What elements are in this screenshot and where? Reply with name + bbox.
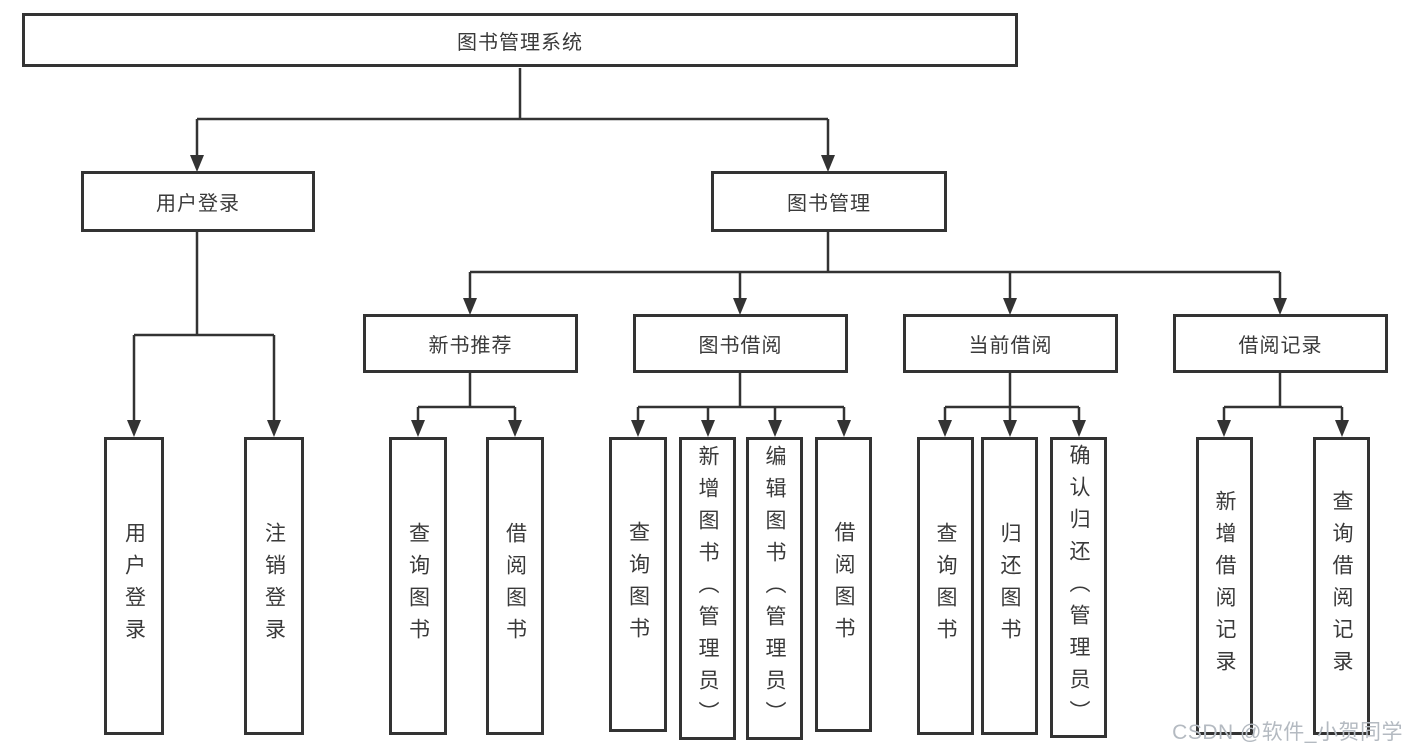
node-leaf-confirm-return-admin: 确认归还（管理员） bbox=[1050, 437, 1107, 738]
node-label: 当前借阅 bbox=[968, 335, 1053, 357]
node-label: 确认归还（管理员） bbox=[1067, 443, 1090, 732]
node-leaf-query-book-recommend: 查询图书 bbox=[389, 437, 447, 735]
node-book-management: 图书管理 bbox=[711, 171, 947, 232]
node-label: 查询借阅记录 bbox=[1330, 490, 1353, 682]
node-new-book-recommendation: 新书推荐 bbox=[363, 314, 578, 373]
node-label: 用户登录 bbox=[122, 522, 146, 650]
node-book-borrowing: 图书借阅 bbox=[633, 314, 848, 373]
node-label: 查询图书 bbox=[626, 520, 650, 649]
node-label: 图书管理 bbox=[787, 193, 871, 215]
node-leaf-add-borrow-record: 新增借阅记录 bbox=[1196, 437, 1253, 735]
node-leaf-logout: 注销登录 bbox=[244, 437, 304, 735]
node-label: 归还图书 bbox=[998, 522, 1021, 650]
node-leaf-user-login: 用户登录 bbox=[104, 437, 164, 735]
node-user-login: 用户登录 bbox=[81, 171, 315, 232]
node-borrowing-records: 借阅记录 bbox=[1173, 314, 1388, 373]
node-label: 注销登录 bbox=[262, 522, 286, 650]
node-label: 图书借阅 bbox=[698, 335, 783, 357]
node-label: 查询图书 bbox=[934, 522, 957, 650]
node-label: 用户登录 bbox=[156, 193, 240, 215]
node-label: 新书推荐 bbox=[428, 335, 513, 357]
node-label: 新增图书（管理员） bbox=[696, 444, 719, 733]
node-label: 图书管理系统 bbox=[457, 31, 583, 54]
node-current-borrowing: 当前借阅 bbox=[903, 314, 1118, 373]
node-label: 借阅记录 bbox=[1238, 335, 1323, 357]
node-leaf-borrow-book-recommend: 借阅图书 bbox=[486, 437, 544, 735]
node-leaf-query-book-borrowing: 查询图书 bbox=[609, 437, 667, 732]
node-label: 查询图书 bbox=[406, 522, 430, 650]
node-label: 借阅图书 bbox=[503, 522, 527, 650]
node-leaf-return-book: 归还图书 bbox=[981, 437, 1038, 735]
node-leaf-borrow-book-borrowing: 借阅图书 bbox=[815, 437, 872, 732]
node-label: 借阅图书 bbox=[832, 520, 855, 649]
node-leaf-query-book-current: 查询图书 bbox=[917, 437, 974, 735]
node-label: 新增借阅记录 bbox=[1213, 490, 1236, 682]
node-leaf-query-borrow-record: 查询借阅记录 bbox=[1313, 437, 1370, 735]
node-library-management-system: 图书管理系统 bbox=[22, 13, 1018, 67]
node-leaf-edit-book-admin: 编辑图书（管理员） bbox=[746, 437, 803, 740]
node-label: 编辑图书（管理员） bbox=[763, 444, 786, 733]
node-leaf-add-book-admin: 新增图书（管理员） bbox=[679, 437, 736, 740]
watermark: CSDN @软件_小贺同学 bbox=[1172, 721, 1403, 744]
